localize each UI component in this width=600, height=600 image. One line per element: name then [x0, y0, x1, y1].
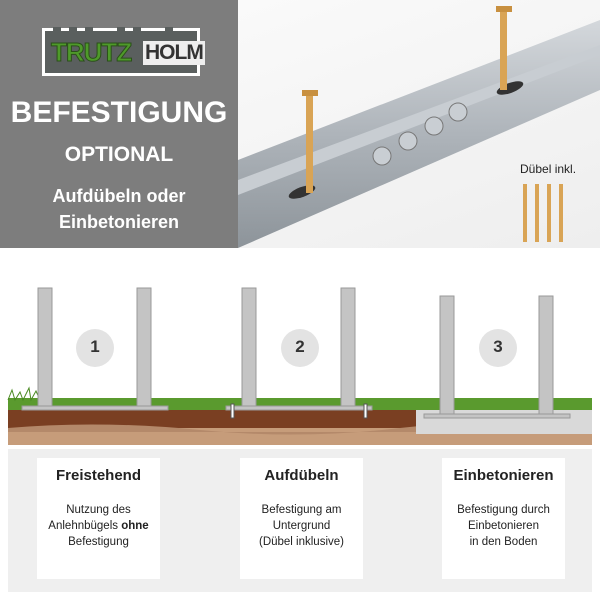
- rail-with-anchors-image: [238, 6, 600, 248]
- option-card-freistehend: Freistehend Nutzung des Anlehnbügels ohn…: [37, 458, 160, 579]
- anchor-bolts-icon: [523, 184, 563, 242]
- desc-line: Anlehnbügels: [48, 520, 122, 532]
- logo-text-trutz: TRUTZ: [50, 37, 132, 68]
- page-subtitle: OPTIONAL: [64, 143, 174, 166]
- option-title: Aufdübeln: [264, 467, 339, 484]
- desc-line: Befestigung am: [261, 504, 342, 516]
- trutzholm-logo: TRUTZ HOLM: [42, 27, 205, 76]
- desc-line: in den Boden: [469, 536, 538, 548]
- desc-line: (Dübel inklusive): [258, 536, 344, 548]
- tagline-line1: Aufdübeln oder: [52, 186, 186, 206]
- step-number-1: 1: [90, 337, 100, 356]
- dubel-included-label: Dübel inkl.: [520, 162, 577, 176]
- desc-line: Untergrund: [272, 520, 331, 532]
- option-title: Freistehend: [55, 467, 142, 484]
- option-card-aufdubeln: Aufdübeln Befestigung am Untergrund (Düb…: [240, 458, 363, 579]
- tagline-line2: Einbetonieren: [58, 212, 179, 232]
- option-card-einbetonieren: Einbetonieren Befestigung durch Einbeton…: [442, 458, 565, 579]
- desc-line: Befestigung: [68, 536, 129, 548]
- options-panel: Freistehend Nutzung des Anlehnbügels ohn…: [8, 449, 592, 592]
- option-description: Befestigung am Untergrund (Dübel inklusi…: [240, 502, 363, 550]
- desc-emphasis: ohne: [121, 520, 149, 532]
- product-photo: Dübel inkl.: [238, 0, 600, 248]
- step-number-3: 3: [493, 337, 503, 356]
- header-panel: TRUTZ HOLM BEFESTIGUNG OPTIONAL Aufdübel…: [0, 0, 238, 248]
- option-description: Befestigung durch Einbetonieren in den B…: [442, 502, 565, 550]
- option-title: Einbetonieren: [453, 467, 554, 484]
- option-description: Nutzung des Anlehnbügels ohne Befestigun…: [37, 502, 160, 550]
- desc-line: Einbetonieren: [468, 520, 539, 532]
- step-number-2: 2: [295, 337, 305, 356]
- desc-line: Nutzung des: [66, 504, 131, 516]
- installation-diagram: 1 2 3: [0, 260, 600, 450]
- desc-line: Befestigung durch: [457, 504, 550, 516]
- page-title: BEFESTIGUNG: [10, 96, 228, 129]
- logo-text-holm: HOLM: [143, 41, 205, 65]
